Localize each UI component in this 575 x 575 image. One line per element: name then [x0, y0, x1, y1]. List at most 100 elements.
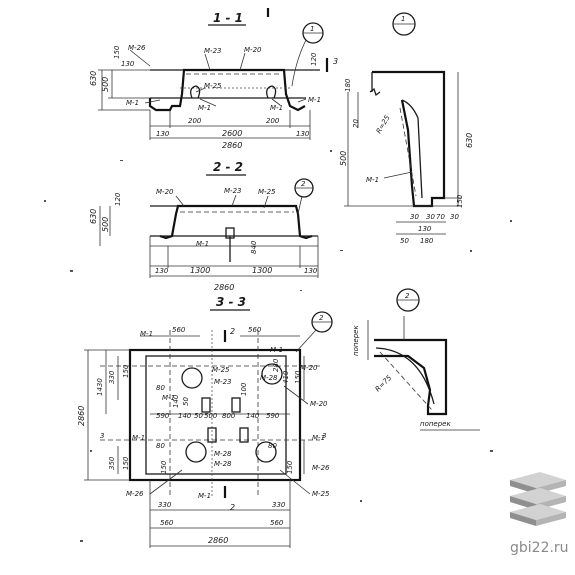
plan-dim-80a: 80 — [156, 384, 165, 392]
plan-dim-140b: 140 — [246, 412, 260, 420]
plan-dim-2860-v: 2860 — [77, 406, 86, 426]
d1-dim-30b: 30 — [426, 213, 435, 221]
scan-noise — [44, 150, 512, 542]
plan-dim-560a: 560 — [172, 326, 186, 334]
d1-dim-130: 130 — [418, 225, 432, 233]
d1-dim-30c: 30 — [450, 213, 459, 221]
plan-dim-560c: 560 — [160, 519, 174, 527]
plan-dim-50b: 50 — [182, 397, 190, 406]
s2-dim-500: 500 — [101, 217, 110, 232]
plan-label-m26-a: M-26 — [312, 464, 330, 472]
plan-dim-590a: 590 — [156, 412, 170, 420]
callout-3a: 3 — [100, 432, 104, 440]
s2-label-m25: M-25 — [258, 188, 276, 196]
d2-label-r75: R=75 — [374, 373, 394, 393]
d1-dim-30a: 30 — [410, 213, 419, 221]
plan-label-m1-e: M-1 — [198, 492, 211, 500]
detail-1: 1 180 20 500 630 50 30 130 180 30 70 30 … — [339, 12, 474, 245]
section-title-3-3: 3 - 3 — [216, 295, 246, 309]
label-m1-a: M-1 — [126, 99, 139, 107]
callout-2a: 2 — [301, 180, 306, 188]
d1-dim-180: 180 — [344, 78, 352, 92]
label-m1-b: M-1 — [198, 104, 211, 112]
plan-dim-150a: 150 — [122, 364, 130, 378]
plan-label-m1-a: M-1 — [140, 330, 153, 338]
callout-2c: 2 — [405, 292, 410, 300]
label-m25: M-25 — [204, 82, 222, 90]
s2-dim-130a: 130 — [155, 267, 169, 275]
detail-2: 2 поперек поперек R=75 — [352, 288, 480, 431]
label-m23: M-23 — [204, 47, 221, 55]
d1-label-m1: M-1 — [366, 176, 379, 184]
plan-dim-150e: 150 — [286, 460, 294, 474]
plan-dim-80b: 80 — [156, 442, 165, 450]
d1-dim-20: 20 — [352, 119, 360, 128]
s2-dim-1300b: 1300 — [252, 266, 272, 275]
dim-130-a: 130 — [156, 130, 170, 138]
d1-dim-150: 150 — [456, 194, 464, 208]
plan-dim-560d: 560 — [270, 519, 284, 527]
s2-dim-840: 840 — [250, 240, 258, 254]
section-2-2: 2 - 2 M-20 M-23 M-25 M-1 630 500 120 130… — [89, 160, 319, 292]
dim-200-b: 200 — [266, 117, 280, 125]
plan-dim-140a: 140 — [178, 412, 192, 420]
dim-630: 630 — [89, 71, 98, 86]
plan-label-m1-b: M-1 — [162, 394, 175, 402]
callout-2b: 2 — [319, 314, 324, 322]
section-title-2-2: 2 - 2 — [213, 160, 243, 174]
d1-dim-180b: 180 — [420, 237, 434, 245]
site-logo — [510, 472, 566, 526]
d1-dim-70: 70 — [436, 213, 445, 221]
plan-label-m20-a: M-20 — [310, 400, 328, 408]
plan-dim-280: 280 — [272, 358, 280, 372]
plan-label-m20-b: M-20 — [300, 364, 318, 372]
plan-dim-330c: 330 — [272, 501, 286, 509]
cut-2-top: 2 — [230, 327, 235, 336]
dim-120: 120 — [310, 52, 318, 66]
callout-1b: 1 — [401, 15, 405, 23]
plan-dim-800: 800 — [222, 412, 236, 420]
d1-dim-500: 500 — [339, 151, 348, 166]
plan-dim-150c: 150 — [122, 456, 130, 470]
dim-2600: 2600 — [222, 129, 242, 138]
section-3-3-plan: 3 - 3 — [77, 295, 333, 548]
plan-dim-590b: 590 — [266, 412, 280, 420]
plan-dim-50: 50 — [194, 412, 203, 420]
plan-label-m26-b: M-26 — [126, 490, 144, 498]
plan-label-m23: M-23 — [214, 378, 231, 386]
s2-dim-130b: 130 — [304, 267, 318, 275]
dim-2860: 2860 — [222, 141, 242, 150]
d1-label-r25: R=25 — [375, 114, 392, 135]
cut-mark-3: 3 — [333, 57, 338, 66]
label-m26: M-26 — [128, 44, 146, 52]
watermark-text: gbi22.ru — [510, 540, 569, 556]
label-m1-d: M-1 — [308, 96, 321, 104]
dim-130-b: 130 — [296, 130, 310, 138]
dim-150: 150 — [113, 45, 121, 59]
d1-dim-50: 50 — [400, 237, 409, 245]
cut-2-bottom: 2 — [230, 503, 235, 512]
s2-label-m1: M-1 — [196, 240, 209, 248]
plan-dim-150b: 150 — [294, 370, 302, 384]
plan-label-m28-c: M-28 — [260, 374, 278, 382]
plan-dim-410: 410 — [282, 370, 290, 384]
section-title-1-1: 1 - 1 — [213, 11, 243, 25]
label-m1-c: M-1 — [270, 104, 283, 112]
s2-dim-630: 630 — [89, 209, 98, 224]
d2-annot-top: поперек — [352, 325, 360, 356]
plan-label-m1-f: M-1 — [270, 346, 283, 354]
s2-dim-1300a: 1300 — [190, 266, 210, 275]
plan-dim-80c: 80 — [268, 442, 277, 450]
callout-3b: 3 — [322, 432, 326, 440]
plan-label-m25: M-25 — [212, 366, 230, 374]
plan-dim-560b: 560 — [248, 326, 262, 334]
plan-dim-150d: 150 — [160, 460, 168, 474]
s2-dim-2860: 2860 — [214, 283, 234, 292]
plan-dim-330a: 330 — [108, 370, 116, 384]
dim-130: 130 — [121, 60, 135, 68]
plan-dim-2860-h: 2860 — [208, 536, 228, 545]
s2-label-m20: M-20 — [156, 188, 174, 196]
plan-dim-350: 350 — [108, 456, 116, 470]
plan-label-m28-a: M-28 — [214, 450, 232, 458]
